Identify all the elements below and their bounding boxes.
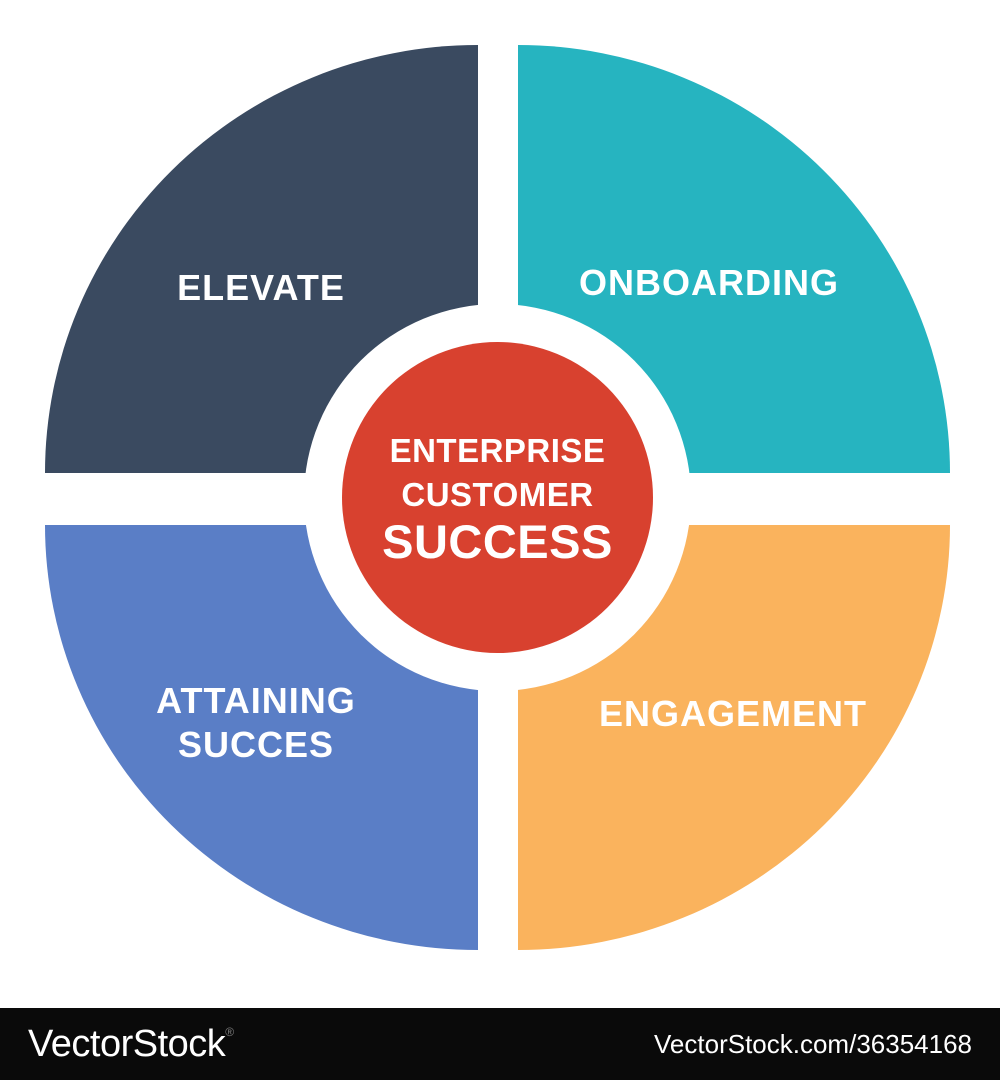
customer-success-cycle-diagram: ELEVATE ONBOARDING ATTAINING SUCCES ENGA… [45,45,950,950]
center-title-line-1: ENTERPRISE [389,431,606,469]
vectorstock-logo: VectorStock® [28,1023,234,1066]
watermark-bar: VectorStock® VectorStock.com/36354168 [0,1008,1000,1080]
center-title-line-2: CUSTOMER [401,475,594,513]
quadrant-label-onboarding: ONBOARDING [579,262,839,303]
vectorstock-wordmark: VectorStock [28,1022,226,1065]
quadrant-label-elevate: ELEVATE [177,267,345,308]
center-circle: ENTERPRISE CUSTOMER SUCCESS [342,342,653,653]
watermark-image-url: VectorStock.com/36354168 [654,1028,972,1059]
quadrant-label-attaining-success: ATTAINING SUCCES [96,679,416,767]
attaining-line-2: SUCCES [177,724,335,765]
registered-trademark-symbol: ® [225,1024,235,1039]
quadrant-label-engagement: ENGAGEMENT [598,693,868,734]
attaining-line-1: ATTAINING [156,680,356,721]
center-title-line-3: SUCCESS [382,514,613,568]
